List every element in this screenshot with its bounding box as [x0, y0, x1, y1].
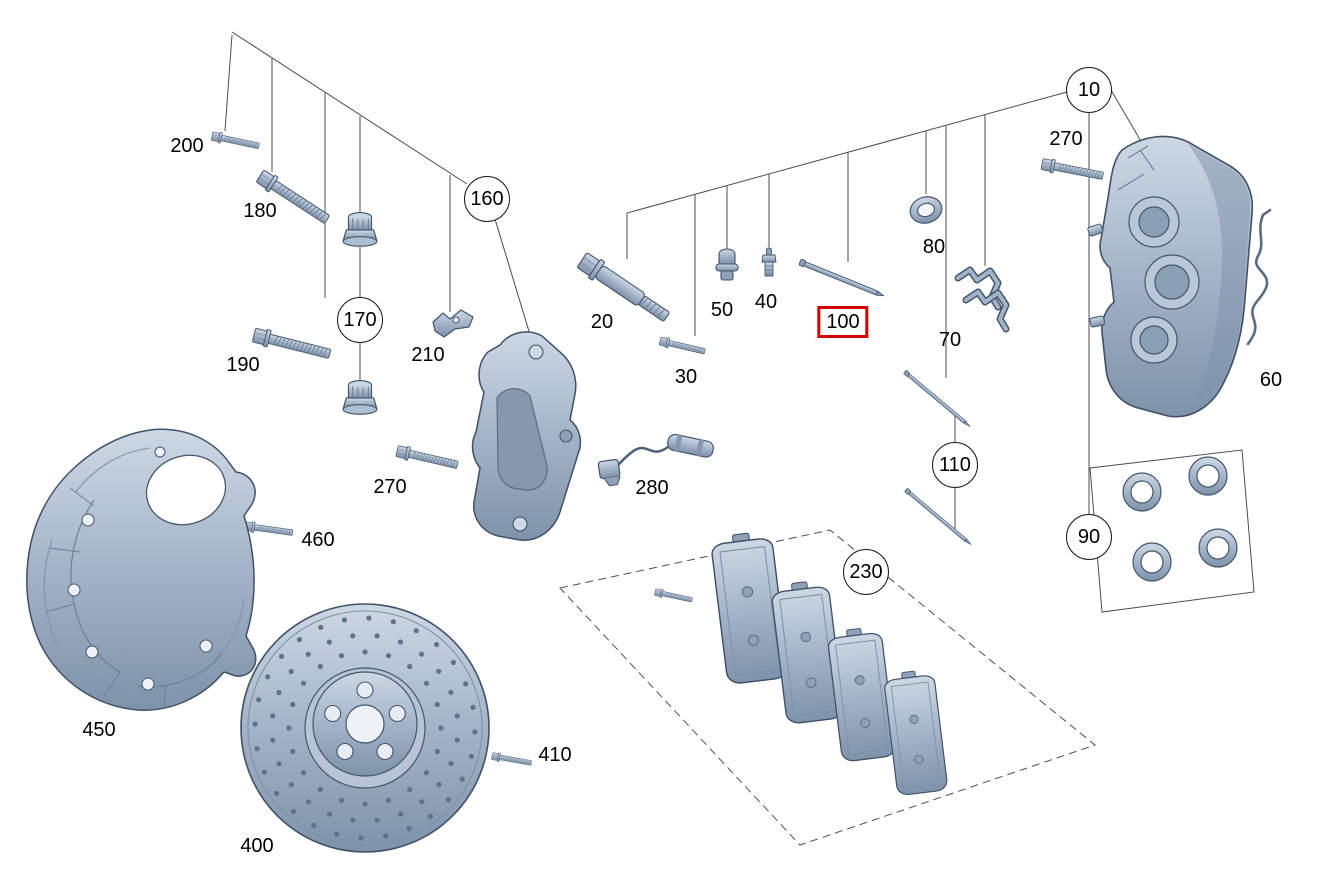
- part-bolt-30: [658, 335, 707, 357]
- part-bolt-410: [490, 751, 533, 768]
- callout-190[interactable]: 190: [226, 354, 260, 376]
- callout-180[interactable]: 180: [243, 200, 277, 222]
- part-wear-sensor-280: [597, 433, 714, 487]
- part-splash-shield-450: [26, 428, 257, 711]
- part-bleeder-valve-40: [761, 247, 777, 277]
- callout-270-left[interactable]: 270: [373, 476, 407, 498]
- part-seal-ring-80: [909, 196, 943, 224]
- callout-280[interactable]: 280: [635, 477, 669, 499]
- part-guide-pin-110-upper: [903, 369, 972, 429]
- callout-20[interactable]: 20: [590, 311, 614, 333]
- part-brake-caliper-10: [1087, 135, 1254, 418]
- part-bolt-270-right: [1040, 156, 1105, 183]
- callout-70[interactable]: 70: [938, 329, 962, 351]
- part-brake-carrier-160: [471, 331, 582, 541]
- callout-60[interactable]: 60: [1259, 369, 1283, 391]
- callout-210[interactable]: 210: [411, 344, 445, 366]
- part-bolt-460: [243, 520, 294, 539]
- callout-450[interactable]: 450: [82, 719, 116, 741]
- part-brake-pads-230: [653, 529, 949, 797]
- part-retainer-clip-210: [432, 309, 474, 338]
- callout-400[interactable]: 400: [240, 835, 274, 857]
- part-guide-pin-110-lower: [904, 487, 973, 547]
- callout-80[interactable]: 80: [922, 236, 946, 258]
- callout-90[interactable]: 90: [1066, 514, 1112, 560]
- part-cap-50: [715, 248, 739, 281]
- part-retaining-pin-100: [798, 258, 886, 300]
- part-wire-spring-60: [1246, 208, 1272, 346]
- part-bolt-270-left: [395, 443, 460, 472]
- callout-460[interactable]: 460: [301, 529, 335, 551]
- callout-40[interactable]: 40: [754, 291, 778, 313]
- part-locknut-170-lower: [342, 379, 378, 415]
- callout-200[interactable]: 200: [170, 135, 204, 157]
- callout-30[interactable]: 30: [674, 366, 698, 388]
- callout-100-highlighted[interactable]: 100: [817, 306, 869, 338]
- callout-410[interactable]: 410: [538, 744, 572, 766]
- part-locknut-170-upper: [342, 211, 378, 247]
- callout-160[interactable]: 160: [464, 176, 510, 222]
- part-guide-bolt-20: [577, 252, 670, 322]
- part-pad-springs-70: [954, 266, 1010, 333]
- callout-230[interactable]: 230: [843, 549, 889, 595]
- callout-170[interactable]: 170: [337, 297, 383, 343]
- callout-10[interactable]: 10: [1066, 67, 1112, 113]
- disc-drill-pattern: [252, 615, 478, 841]
- callout-110[interactable]: 110: [932, 442, 978, 488]
- seal-kit-boundary: [1089, 449, 1255, 613]
- part-brake-disc-400: [240, 603, 490, 853]
- callout-50[interactable]: 50: [710, 299, 734, 321]
- callout-270-right[interactable]: 270: [1049, 128, 1083, 150]
- part-seal-kit-90: [1122, 456, 1238, 582]
- part-bolt-190: [251, 326, 333, 363]
- part-bolt-200: [210, 130, 261, 152]
